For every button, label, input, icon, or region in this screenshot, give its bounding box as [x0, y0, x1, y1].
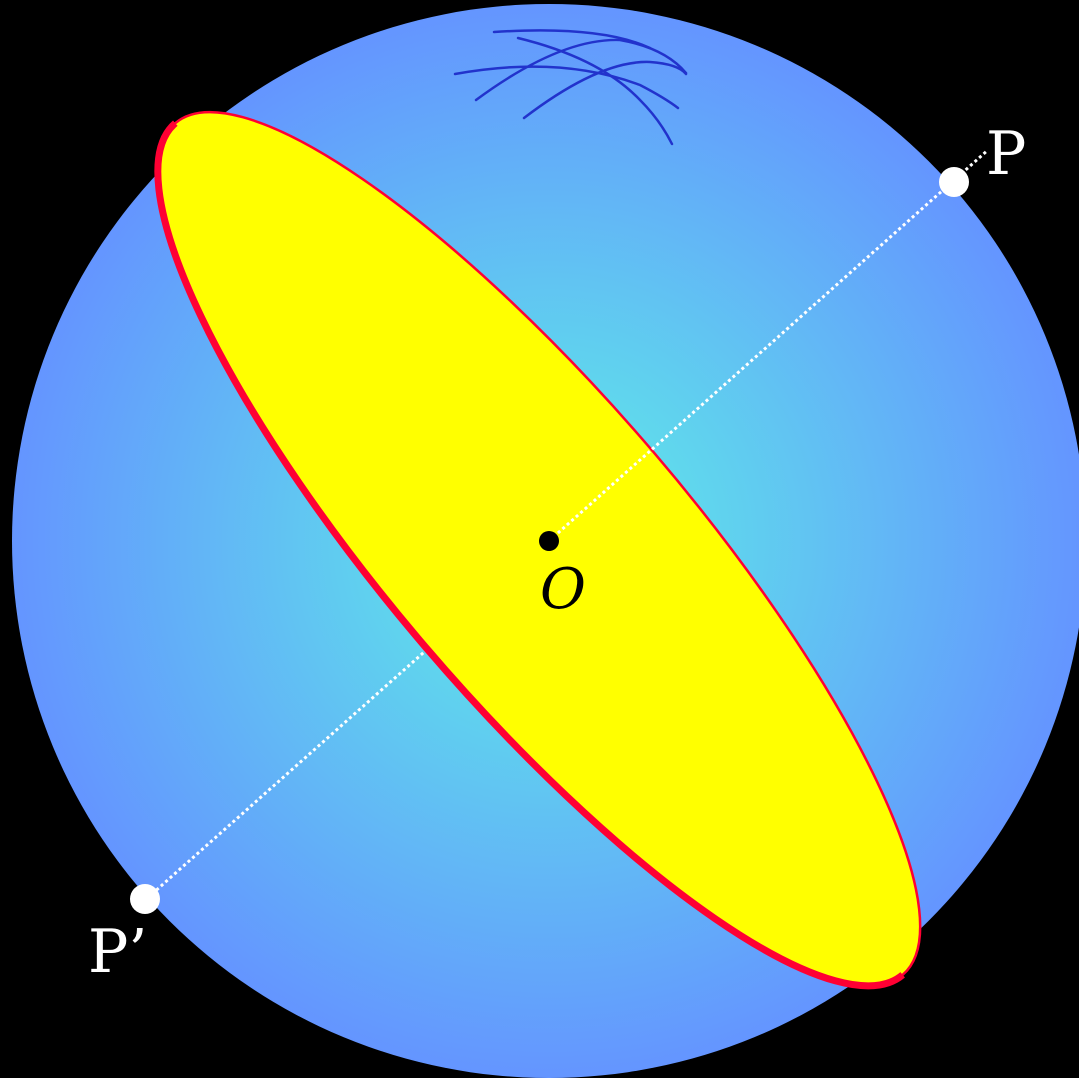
- pole-north-dot: [939, 167, 969, 197]
- meridian-sketch-icon: [453, 29, 688, 146]
- pole-south-dot: [130, 884, 160, 914]
- axis-upper: [548, 148, 989, 543]
- axis-lower: [124, 539, 550, 920]
- sketch-arc-3: [474, 38, 688, 102]
- sketch-arc-4: [522, 60, 688, 120]
- sketch-arc-1: [453, 65, 680, 110]
- disc-front-rim: [154, 120, 905, 990]
- sketch-arc-5: [516, 36, 674, 146]
- pole-south-label: P’: [88, 917, 147, 987]
- pole-north-label: P: [986, 119, 1026, 189]
- center-label: O: [540, 557, 586, 622]
- equatorial-disc: [154, 110, 922, 990]
- center-dot: [539, 531, 559, 551]
